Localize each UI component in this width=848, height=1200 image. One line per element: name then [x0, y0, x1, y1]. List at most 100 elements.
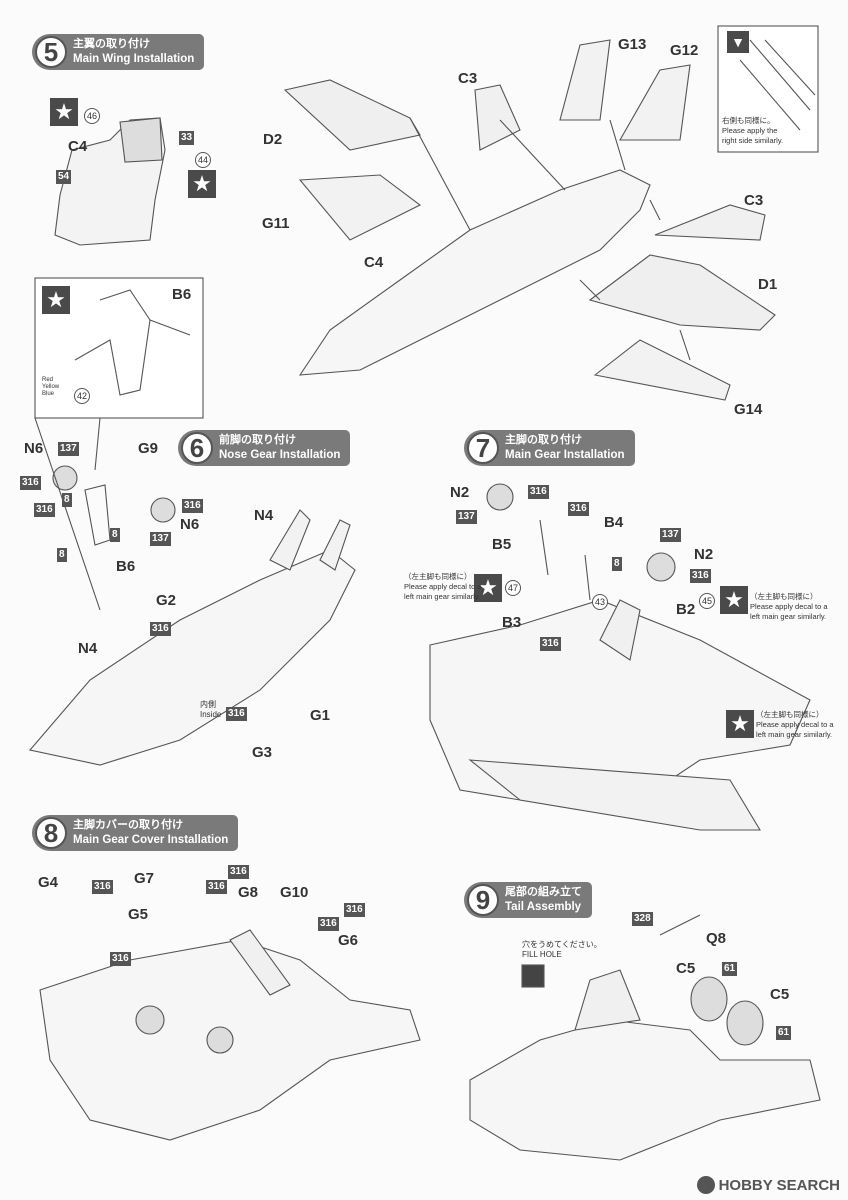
note-jp: （左主脚も同様に）: [756, 710, 824, 719]
paint-chip: 137: [150, 532, 171, 546]
part-label: N2: [450, 484, 470, 501]
inside-note: 内側 Inside: [200, 700, 221, 720]
part-label: Q8: [706, 930, 727, 947]
note-jp: （左主脚も同様に）: [404, 572, 472, 581]
decal-number: 45: [699, 593, 715, 609]
decal-number: 43: [592, 594, 608, 610]
paint-chip: 33: [179, 131, 195, 145]
paint-chip: 8: [612, 557, 622, 571]
part-label: B6: [172, 286, 192, 303]
fill-hole-note: 穴をうめてください。 FILL HOLE: [522, 940, 602, 960]
part-label: G4: [38, 874, 59, 891]
note-en: Please apply decal to a: [750, 602, 828, 611]
note-en: left main gear similarly.: [404, 592, 481, 601]
note-en: right side similarly.: [722, 136, 784, 145]
note-en: left main gear similarly.: [750, 612, 827, 621]
decal-number: 46: [84, 108, 100, 124]
part-label: C4: [68, 138, 88, 155]
note-jp: （左主脚も同様に）: [750, 592, 818, 601]
part-label: G9: [138, 440, 159, 457]
watermark-text: HOBBY SEARCH: [718, 1176, 840, 1194]
paint-chip: 316: [568, 502, 589, 516]
part-label: B2: [676, 601, 696, 618]
part-label: G8: [238, 884, 259, 901]
watermark: HOBBY SEARCH: [696, 1176, 840, 1194]
step-8-title-jp: 主脚カバーの取り付け: [73, 819, 183, 831]
right-side-note: 右側も同様に。 Please apply the right side simi…: [722, 116, 783, 146]
paint-chip: 137: [660, 528, 681, 542]
part-label: C3: [744, 192, 764, 209]
decal-star-icon: ★: [50, 98, 78, 126]
paint-chip: 316: [344, 903, 365, 917]
paint-chip: 316: [318, 917, 339, 931]
part-label: G7: [134, 870, 155, 887]
paint-chip: 8: [57, 548, 67, 562]
paint-chip: 316: [150, 622, 171, 636]
step-9-title-en: Tail Assembly: [505, 901, 582, 913]
decal-star-icon: ★: [720, 586, 748, 614]
paint-chip: 61: [776, 1026, 792, 1040]
paint-chip: 316: [228, 865, 249, 879]
part-label: G13: [618, 36, 647, 53]
step-7-number: 7: [467, 432, 499, 464]
paint-chip: 328: [632, 912, 653, 926]
step-5-number: 5: [35, 36, 67, 68]
step-8-title-en: Main Gear Cover Installation: [73, 834, 229, 846]
note-jp: 内側: [200, 700, 216, 709]
part-label: G5: [128, 906, 149, 923]
part-label: G12: [670, 42, 699, 59]
step-7-title-jp: 主脚の取り付け: [505, 434, 582, 446]
legend-yellow: Yellow: [42, 384, 60, 390]
part-label: B5: [492, 536, 512, 553]
note-jp: 穴をうめてください。: [522, 940, 602, 949]
part-label: D1: [758, 276, 778, 293]
part-label: C4: [364, 254, 384, 271]
legend-red: Red: [42, 377, 54, 383]
part-label: N6: [180, 516, 200, 533]
decal-number: 42: [74, 388, 90, 404]
legend-blue: Blue: [42, 391, 55, 397]
part-label: C5: [676, 960, 696, 977]
paint-chip: 316: [110, 952, 131, 966]
decal-star-icon: ★: [42, 286, 70, 314]
step-9-number: 9: [467, 884, 499, 916]
step-9-header: 9 尾部の組み立て Tail Assembly: [464, 882, 592, 918]
left-main-note: （左主脚も同様に） Please apply decal to a left m…: [756, 710, 834, 740]
paint-chip: 316: [226, 707, 247, 721]
part-label: G1: [310, 707, 331, 724]
paint-chip: 61: [722, 962, 738, 976]
decal-star-icon: ★: [726, 710, 754, 738]
left-main-note: （左主脚も同様に） Please apply decal to a left m…: [750, 592, 828, 622]
part-label: G11: [262, 215, 290, 232]
part-label: G10: [280, 884, 309, 901]
paint-chip: 137: [456, 510, 477, 524]
paint-chip: 316: [206, 880, 227, 894]
part-label: B4: [604, 514, 624, 531]
part-label: D2: [263, 131, 283, 148]
note-jp: 右側も同様に。: [722, 116, 775, 125]
paint-chip: 316: [92, 880, 113, 894]
part-label: N6: [24, 440, 44, 457]
part-label: C5: [770, 986, 790, 1003]
paint-chip: 316: [182, 499, 203, 513]
decal-star-icon: ★: [188, 170, 216, 198]
part-label: N2: [694, 546, 714, 563]
part-label: G2: [156, 592, 177, 609]
part-label: G14: [734, 401, 763, 418]
fill-hole-icon: ▼: [727, 31, 749, 53]
paint-chip: 316: [34, 503, 55, 517]
step-6-number: 6: [181, 432, 213, 464]
note-en: left main gear similarly.: [756, 730, 833, 739]
paint-chip: 316: [20, 476, 41, 490]
decal-star-icon: ★: [474, 574, 502, 602]
step-8-number: 8: [35, 817, 67, 849]
step-5-title-en: Main Wing Installation: [73, 53, 195, 65]
paint-chip: 316: [690, 569, 711, 583]
part-label: G6: [338, 932, 359, 949]
left-main-note: （左主脚も同様に） Please apply decal to a left m…: [404, 572, 482, 602]
part-label: N4: [254, 507, 274, 524]
step-9-title-jp: 尾部の組み立て: [505, 886, 582, 898]
